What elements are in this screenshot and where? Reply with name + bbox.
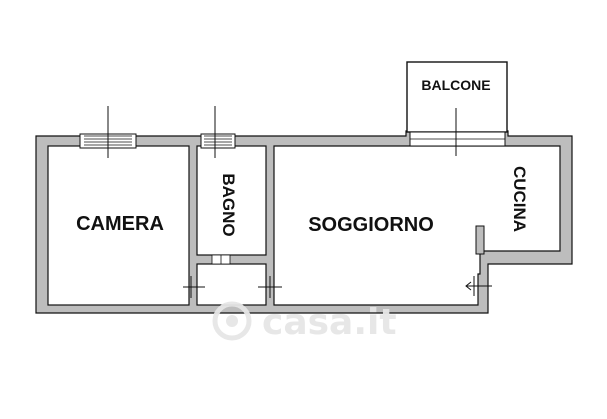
disimpegno-room: [196, 263, 267, 306]
cucina-label: CUCINA: [510, 166, 529, 232]
watermark-text: casa.it: [262, 302, 397, 343]
soggiorno-room: [273, 145, 561, 306]
camera-room: [47, 145, 190, 306]
casa-logo-icon: [212, 301, 252, 341]
camera-label: CAMERA: [76, 213, 164, 235]
balcone-room: [406, 61, 508, 133]
bagno-door: [211, 254, 231, 265]
cucina-partition: [475, 225, 485, 255]
entrance-arrow-icon: [465, 276, 492, 296]
bagno-window: [200, 106, 236, 158]
camera-window: [79, 106, 137, 158]
soggiorno-label: SOGGIORNO: [308, 214, 434, 236]
watermark: casa.it: [212, 301, 397, 343]
bagno-label: BAGNO: [219, 173, 238, 236]
balcone-label: BALCONE: [421, 77, 490, 93]
